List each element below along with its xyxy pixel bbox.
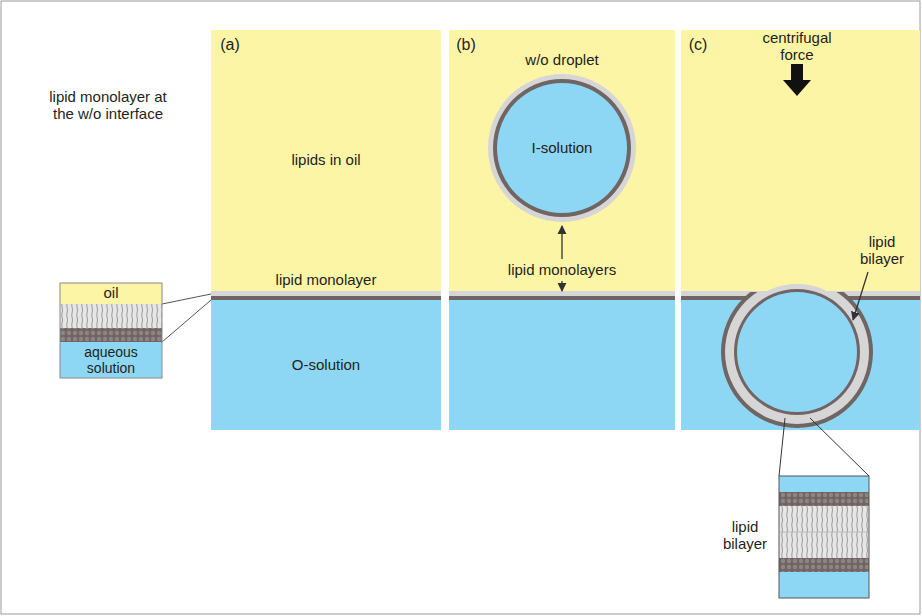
droplet-heads — [493, 79, 631, 217]
label: lipids in oil — [246, 151, 406, 168]
inset-frame — [779, 476, 869, 598]
droplet-tails — [488, 74, 636, 222]
inset-heads — [779, 558, 869, 572]
label: (b) — [451, 36, 481, 54]
label: oil — [71, 284, 151, 301]
leader-arrow — [561, 226, 562, 259]
zoom-line — [779, 418, 785, 476]
label: lipid monolayer at the w/o interface — [48, 88, 168, 123]
outer-tails — [725, 292, 869, 424]
inset-heads — [779, 492, 869, 506]
aqueous-phase — [449, 300, 675, 430]
oil-phase — [449, 30, 675, 292]
inset-water — [779, 476, 869, 492]
inset-water — [60, 342, 162, 378]
label: aqueous solution — [71, 344, 151, 376]
aqueous-phase — [211, 300, 441, 430]
inset-oil — [60, 283, 162, 304]
zoom-line — [810, 418, 869, 476]
outer-heads — [721, 292, 873, 428]
label: O-solution — [246, 356, 406, 373]
zoom-line — [162, 300, 211, 342]
droplet-water — [737, 292, 857, 412]
inset-heads — [60, 328, 162, 342]
inset-tails — [779, 506, 869, 558]
force-arrow — [783, 64, 811, 96]
label: lipid monolayer — [246, 271, 406, 288]
bilayer-lower — [721, 292, 873, 428]
inset-tails — [60, 304, 162, 328]
droplet-water — [497, 83, 627, 213]
droplet-heads — [734, 289, 860, 415]
label: w/o droplet — [492, 51, 632, 68]
label: centrifugal force — [747, 29, 847, 64]
label: I-solution — [507, 139, 617, 156]
monolayer-heads — [449, 296, 675, 300]
label: (c) — [683, 36, 713, 54]
oil-phase — [681, 30, 920, 292]
label: lipid bilayer — [852, 233, 912, 268]
label: lipid monolayers — [487, 261, 637, 278]
inset-water — [779, 572, 869, 598]
droplet-tails — [729, 284, 865, 420]
leader-arrow — [853, 272, 868, 320]
oil-phase — [211, 30, 441, 292]
leader-arrow — [561, 281, 562, 291]
bilayer-midplane — [779, 532, 869, 533]
monolayer-heads — [211, 296, 441, 300]
inset-frame — [60, 283, 162, 378]
monolayer-tails — [211, 291, 441, 296]
label: lipid bilayer — [716, 518, 774, 553]
zoom-line — [162, 294, 211, 304]
monolayer-tails — [449, 291, 675, 296]
label: (a) — [215, 36, 245, 54]
